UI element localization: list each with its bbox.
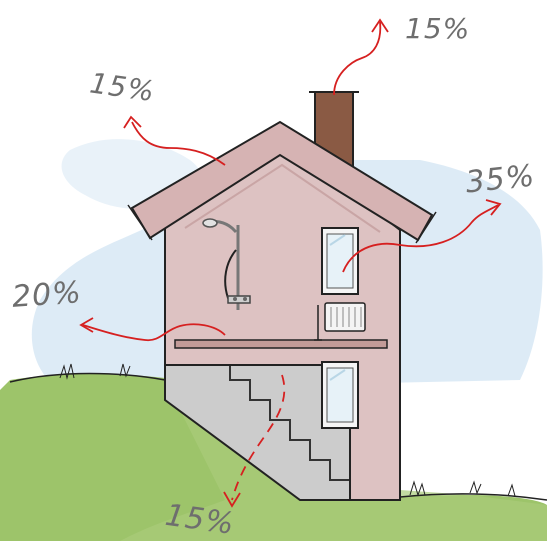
wall-heat-loss-label: 20% [11, 275, 83, 315]
lower-window [322, 362, 358, 428]
arrow-chimney [334, 22, 380, 95]
window-heat-loss-label: 35% [464, 158, 537, 200]
roof-heat-loss-label: 15% [88, 66, 157, 108]
chimney-heat-loss-label: 15% [405, 12, 470, 45]
upper-window [322, 228, 358, 294]
floor-slab [175, 340, 387, 348]
